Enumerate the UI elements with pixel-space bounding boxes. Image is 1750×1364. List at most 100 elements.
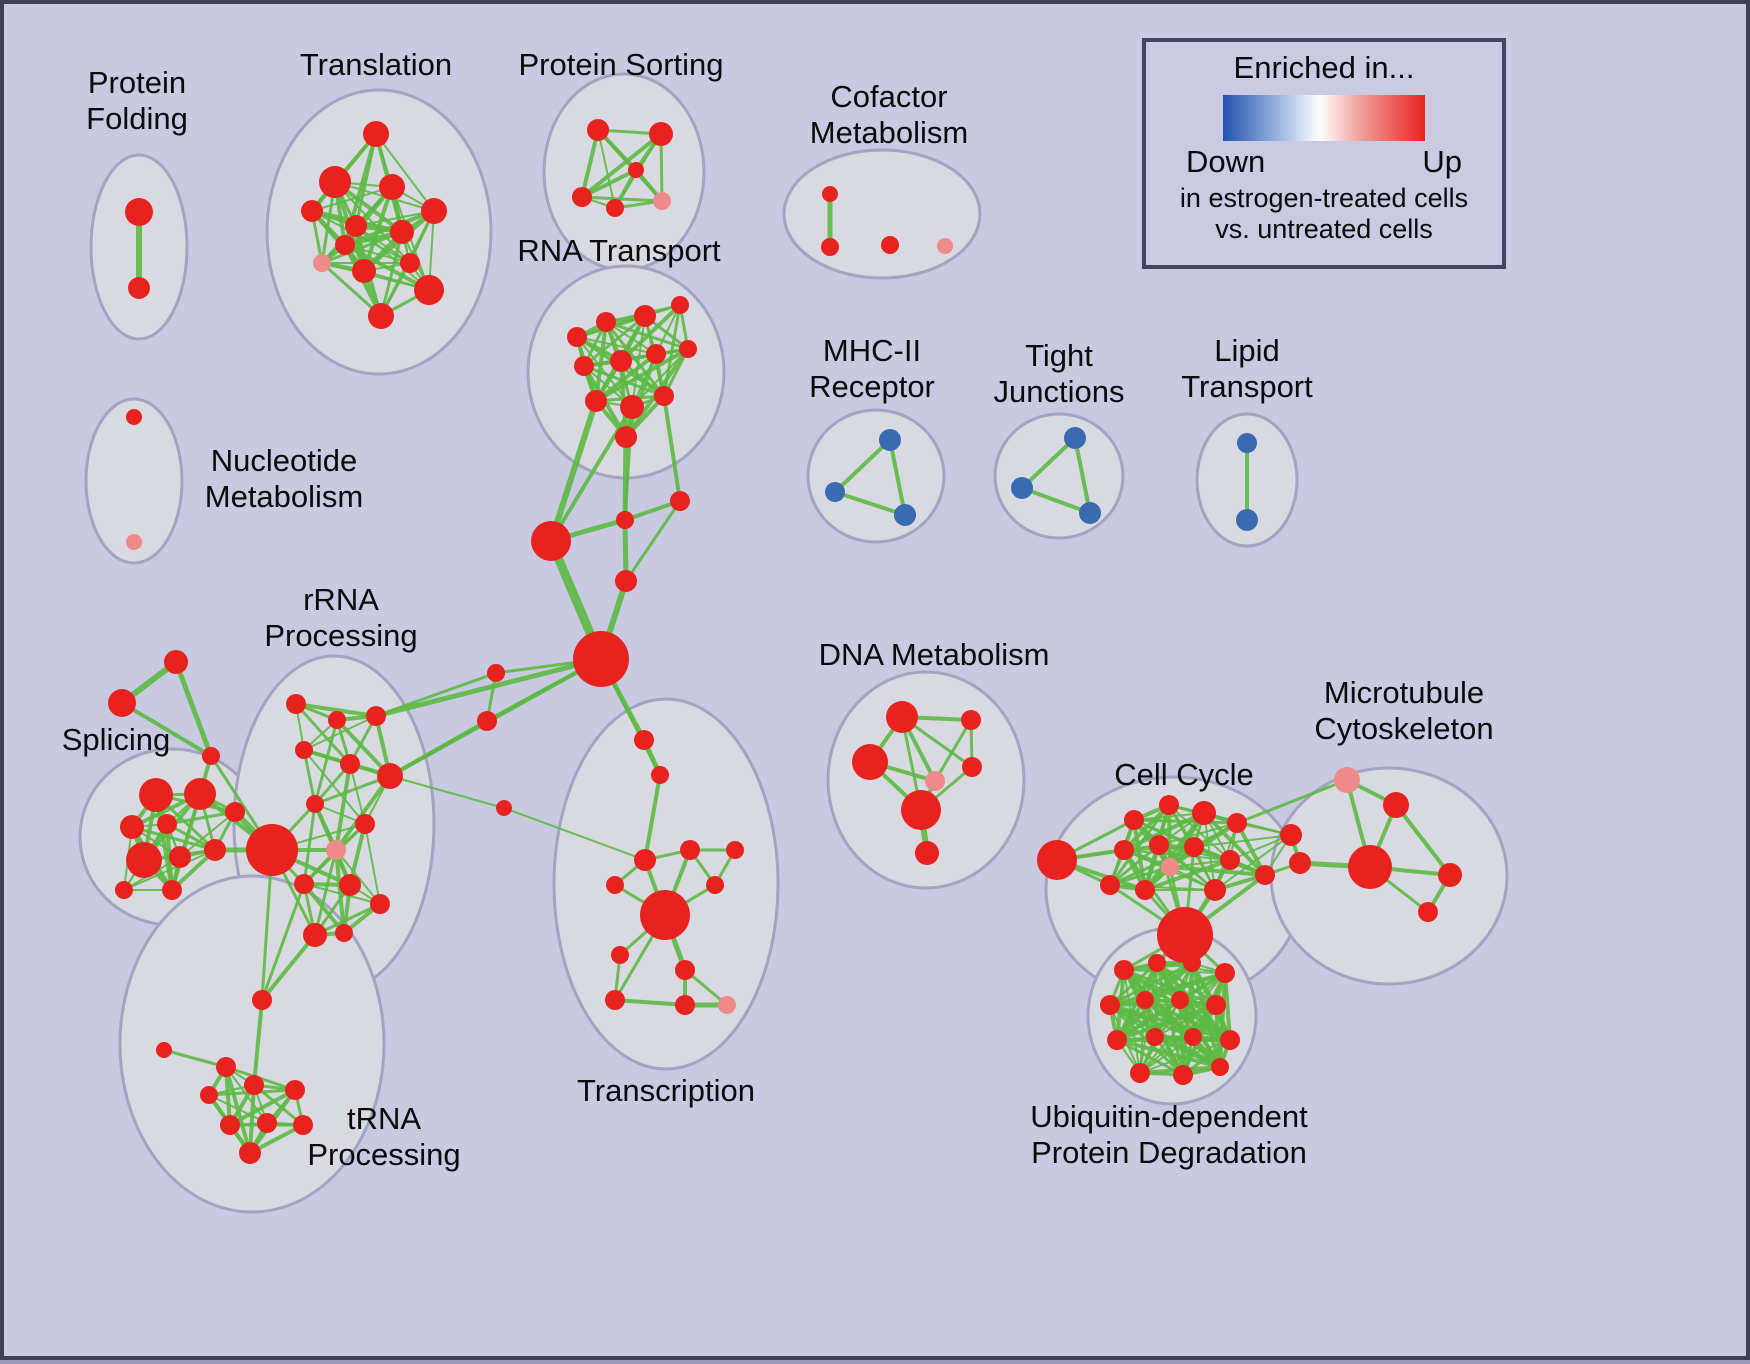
network-edge [1020, 436, 1077, 490]
network-node [1157, 907, 1213, 963]
cluster-ellipse [806, 408, 946, 544]
network-edge [643, 773, 662, 862]
network-edge [1143, 811, 1206, 892]
network-edge [260, 882, 306, 1002]
network-node [567, 327, 587, 347]
network-node [1037, 840, 1077, 880]
network-node [679, 340, 697, 358]
cluster-ellipse [118, 874, 386, 1214]
network-node [157, 814, 177, 834]
network-edge [624, 499, 682, 583]
network-node [606, 199, 624, 217]
network-edge [548, 398, 599, 544]
network-node [615, 570, 637, 592]
network-node [879, 429, 901, 451]
network-edge [623, 405, 634, 522]
network-node [821, 238, 839, 256]
network-node [894, 504, 916, 526]
network-edge [120, 701, 213, 758]
network-node [611, 946, 629, 964]
network-node [531, 521, 571, 561]
network-node [414, 275, 444, 305]
network-edge [1122, 811, 1206, 852]
network-edge [375, 133, 435, 212]
network-node [1184, 837, 1204, 857]
network-node [825, 482, 845, 502]
network-edge [379, 230, 404, 318]
network-node [216, 1057, 236, 1077]
legend-gradient-bar [1223, 95, 1425, 141]
network-edge [343, 209, 436, 247]
network-node [421, 198, 447, 224]
network-node [726, 841, 744, 859]
network-node [355, 814, 375, 834]
legend-up-label: Up [1422, 144, 1462, 179]
network-node [126, 409, 142, 425]
network-edge [389, 775, 505, 809]
network-node [1204, 879, 1226, 901]
network-node [680, 840, 700, 860]
network-node [126, 842, 162, 878]
network-node [1100, 875, 1120, 895]
network-node [671, 296, 689, 314]
network-node [379, 174, 405, 200]
network-edge [1214, 1003, 1222, 1069]
network-edge [580, 128, 600, 199]
network-edge [833, 490, 907, 517]
network-node [1114, 960, 1134, 980]
cluster-label: Translation [300, 47, 452, 82]
network-node [1173, 1065, 1193, 1085]
network-node [925, 771, 945, 791]
network-node [368, 303, 394, 329]
network-edge [1115, 1003, 1218, 1042]
network-node [1418, 902, 1438, 922]
network-edge [302, 748, 317, 806]
network-node [335, 235, 355, 255]
network-edge [1108, 865, 1172, 887]
network-edge [1139, 999, 1146, 1074]
network-edge [334, 774, 392, 852]
network-node [184, 778, 216, 810]
network-node [496, 800, 512, 816]
network-edge [1202, 811, 1267, 877]
network-edge [334, 762, 352, 852]
legend-caption-line2: vs. untreated cells [1215, 214, 1433, 244]
network-edge [335, 849, 381, 905]
network-edge [1158, 822, 1238, 846]
cluster-label: Cell Cycle [1114, 757, 1254, 792]
network-node [1135, 880, 1155, 900]
network-edge [1115, 998, 1182, 1042]
network-node [352, 259, 376, 283]
network-node [390, 220, 414, 244]
network-node [286, 694, 306, 714]
network-node [306, 795, 324, 813]
network-edge [503, 807, 646, 861]
network-node [1192, 801, 1216, 825]
network-edge [888, 438, 907, 517]
cluster-ellipse [552, 697, 780, 1071]
network-node [220, 1115, 240, 1135]
network-node [1100, 995, 1120, 1015]
network-node [628, 162, 644, 178]
network-node [1148, 954, 1166, 972]
network-node [128, 277, 150, 299]
network-node [634, 305, 656, 327]
network-node [653, 192, 671, 210]
network-node [937, 238, 953, 254]
network-node [675, 995, 695, 1015]
network-node [1236, 509, 1258, 531]
network-edge [252, 1083, 305, 1127]
network-node [1130, 1063, 1150, 1083]
network-edge [374, 671, 498, 718]
network-node [294, 874, 314, 894]
network-node [1220, 1030, 1240, 1050]
network-edge [580, 132, 663, 199]
network-edge [311, 186, 393, 212]
network-node [339, 874, 361, 896]
network-node [285, 1080, 305, 1100]
